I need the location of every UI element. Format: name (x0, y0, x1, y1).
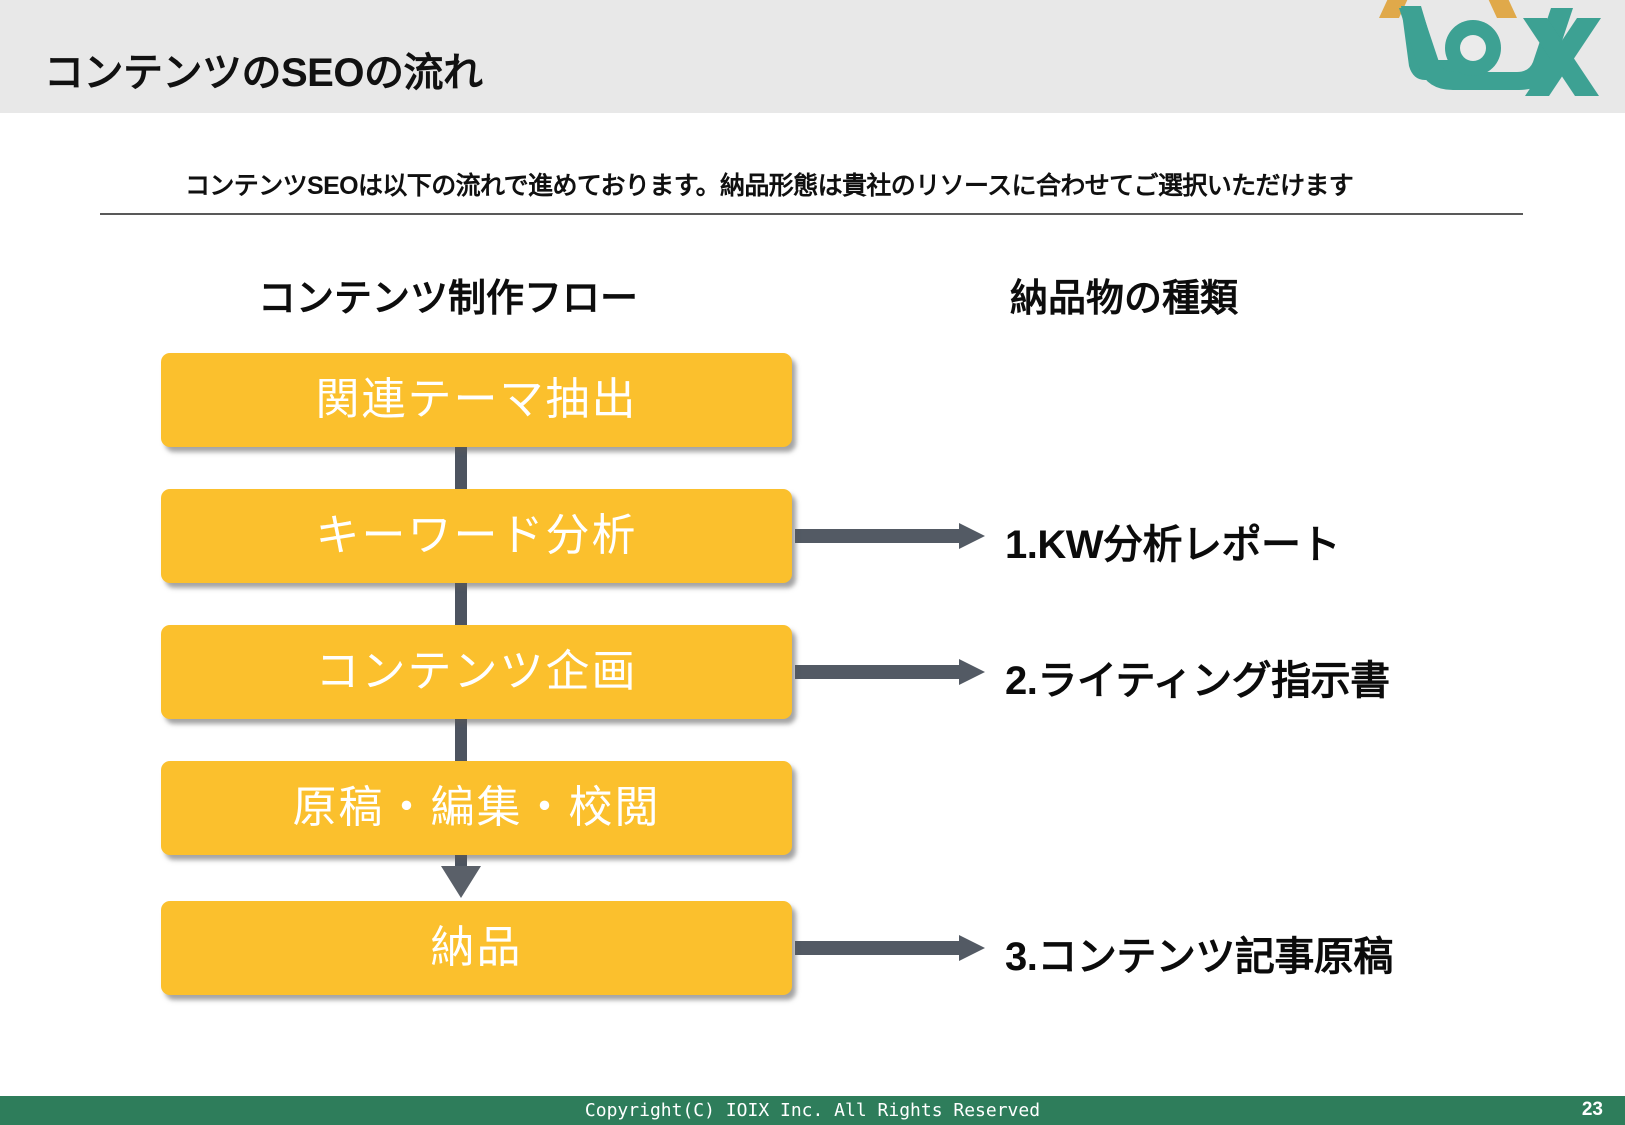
arrow-shaft (795, 665, 959, 679)
column-header-flow: コンテンツ制作フロー (258, 278, 639, 320)
deliverable-label-3: 3.コンテンツ記事原稿 (1005, 935, 1393, 979)
connector-line-3 (455, 719, 467, 763)
subtitle-text: コンテンツSEOは以下の流れで進めております。納品形態は貴社のリソースに合わせて… (185, 172, 1354, 200)
ioix-logo (1377, 0, 1607, 102)
flow-step-box[interactable]: 関連テーマ抽出 (161, 353, 792, 447)
connector-arrowhead-down-icon (441, 866, 481, 898)
footer-page-number: 23 (1581, 1099, 1603, 1120)
arrow-head-right-icon (959, 659, 985, 685)
connector-line-2 (455, 583, 467, 627)
flow-step-label: 納品 (430, 923, 523, 972)
header-bar (0, 0, 1625, 113)
flow-step-label: コンテンツ企画 (315, 647, 638, 696)
arrow-head-right-icon (959, 935, 985, 961)
footer-copyright: Copyright(C) IOIX Inc. All Rights Reserv… (584, 1100, 1041, 1121)
arrow-shaft (795, 529, 959, 543)
connector-line-1 (455, 447, 467, 491)
deliverable-arrow-3 (795, 935, 985, 961)
arrow-head-right-icon (959, 523, 985, 549)
flow-step-label: キーワード分析 (315, 511, 638, 560)
deliverable-label-2: 2.ライティング指示書 (1005, 659, 1390, 703)
deliverable-label-1: 1.KW分析レポート (1005, 523, 1341, 567)
flow-step-label: 原稿・編集・校閲 (292, 783, 661, 832)
deliverable-arrow-1 (795, 523, 985, 549)
column-header-deliverables: 納品物の種類 (1010, 278, 1239, 320)
flow-step-box[interactable]: キーワード分析 (161, 489, 792, 583)
flow-step-label: 関連テーマ抽出 (315, 375, 638, 424)
deliverable-arrow-2 (795, 659, 985, 685)
flow-step-box[interactable]: 原稿・編集・校閲 (161, 761, 792, 855)
flow-step-box[interactable]: コンテンツ企画 (161, 625, 792, 719)
arrow-shaft (795, 941, 959, 955)
footer-bar (0, 1096, 1625, 1125)
subtitle-divider (100, 213, 1523, 215)
flow-step-box[interactable]: 納品 (161, 901, 792, 995)
page-title: コンテンツのSEOの流れ (44, 51, 483, 95)
